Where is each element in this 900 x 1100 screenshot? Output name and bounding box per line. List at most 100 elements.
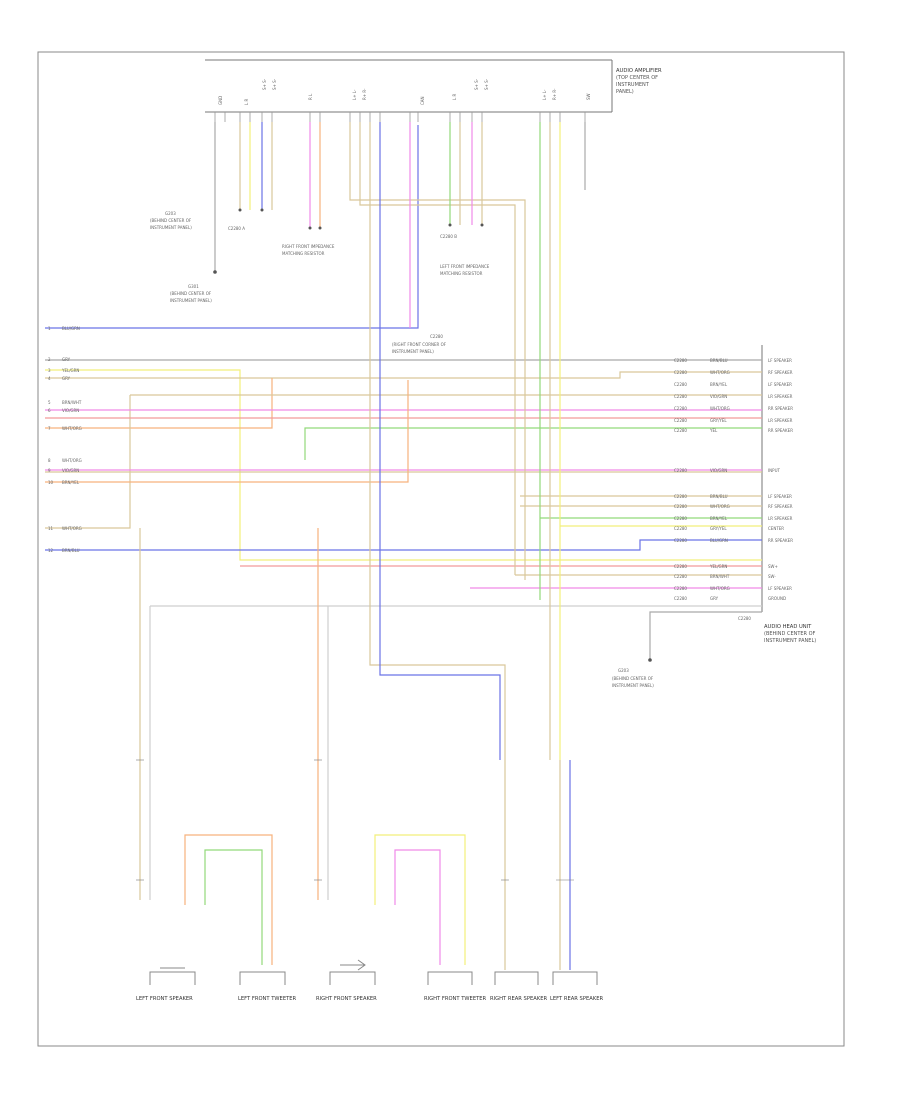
- svg-text:(BEHIND CENTER OF: (BEHIND CENTER OF: [764, 631, 816, 637]
- rf-tweeter-label: RIGHT FRONT TWEETER: [424, 996, 487, 1002]
- svg-text:GRY/YEL: GRY/YEL: [710, 418, 727, 423]
- svg-text:C2280: C2280: [674, 468, 687, 473]
- svg-text:BRN/YEL: BRN/YEL: [62, 480, 80, 485]
- lf-tweeter-label: LEFT FRONT TWEETER: [238, 996, 297, 1002]
- svg-text:SW-: SW-: [768, 574, 776, 579]
- svg-text:BLU/GRN: BLU/GRN: [62, 326, 80, 331]
- svg-text:BRN/BLU: BRN/BLU: [710, 494, 728, 499]
- svg-text:LR SPEAKER: LR SPEAKER: [768, 394, 793, 399]
- svg-text:INSTRUMENT PANEL): INSTRUMENT PANEL): [392, 349, 434, 354]
- svg-text:GRY/YEL: GRY/YEL: [710, 526, 727, 531]
- svg-text:LF SPEAKER: LF SPEAKER: [768, 494, 792, 499]
- svg-text:CENTER: CENTER: [768, 526, 784, 531]
- svg-text:WHT/ORG: WHT/ORG: [710, 406, 730, 411]
- lf-speaker-label: LEFT FRONT SPEAKER: [136, 996, 193, 1002]
- svg-text:12: 12: [48, 548, 54, 553]
- svg-text:VIO/GRN: VIO/GRN: [62, 468, 79, 473]
- svg-text:WHT/ORG: WHT/ORG: [62, 526, 82, 531]
- svg-text:L R: L R: [452, 94, 457, 101]
- svg-text:WHT/ORG: WHT/ORG: [62, 426, 82, 431]
- svg-text:INSTRUMENT PANEL): INSTRUMENT PANEL): [612, 683, 654, 688]
- wire-blue-2: [45, 539, 762, 551]
- svg-text:S+ S-: S+ S-: [262, 78, 267, 90]
- lr-speaker-icon: [552, 971, 598, 985]
- svg-text:(RIGHT FRONT CORNER OF: (RIGHT FRONT CORNER OF: [392, 342, 447, 347]
- svg-text:RR SPEAKER: RR SPEAKER: [768, 538, 793, 543]
- wire-green-1: [304, 427, 762, 460]
- svg-text:YEL/GRN: YEL/GRN: [61, 368, 79, 373]
- amplifier-connector: AUDIO AMPLIFIER (TOP CENTER OF INSTRUMEN…: [205, 59, 662, 122]
- svg-text:7: 7: [48, 426, 51, 431]
- svg-text:C2280: C2280: [674, 516, 687, 521]
- svg-text:2: 2: [48, 357, 51, 362]
- svg-text:C2280: C2280: [674, 494, 687, 499]
- amplifier-label: AUDIO AMPLIFIER: [616, 68, 662, 74]
- svg-text:C2280: C2280: [674, 526, 687, 531]
- wire-orange-2: [45, 380, 409, 483]
- head-unit-connector: AUDIO HEAD UNIT (BEHIND CENTER OF INSTRU…: [738, 345, 816, 644]
- svg-text:INPUT: INPUT: [768, 468, 781, 473]
- rf-speaker-label: RIGHT FRONT SPEAKER: [316, 996, 377, 1002]
- svg-text:C2280: C2280: [674, 418, 687, 423]
- svg-text:RR SPEAKER: RR SPEAKER: [768, 428, 793, 433]
- svg-text:(BEHIND CENTER OF: (BEHIND CENTER OF: [170, 291, 212, 296]
- svg-text:G203: G203: [618, 668, 629, 673]
- svg-text:BRN/BLU: BRN/BLU: [62, 548, 80, 553]
- wire-tan-1: [45, 371, 762, 379]
- svg-text:RIGHT FRONT IMPEDANCE: RIGHT FRONT IMPEDANCE: [282, 244, 335, 249]
- svg-text:GND: GND: [218, 96, 223, 105]
- svg-text:LF SPEAKER: LF SPEAKER: [768, 382, 792, 387]
- svg-text:BRN/WHT: BRN/WHT: [62, 400, 82, 405]
- rf-speaker-icon: [329, 959, 376, 985]
- rr-speaker-icon: [494, 971, 539, 985]
- svg-text:INSTRUMENT PANEL): INSTRUMENT PANEL): [764, 638, 816, 644]
- svg-text:(BEHIND CENTER OF: (BEHIND CENTER OF: [150, 218, 192, 223]
- head-unit-label: AUDIO HEAD UNIT: [764, 624, 812, 630]
- svg-text:8: 8: [48, 458, 51, 463]
- svg-text:C2280: C2280: [674, 504, 687, 509]
- svg-text:PANEL): PANEL): [616, 89, 634, 95]
- svg-text:S+ S-: S+ S-: [272, 78, 277, 90]
- svg-text:BRN/WHT: BRN/WHT: [710, 574, 730, 579]
- svg-text:(BEHIND CENTER OF: (BEHIND CENTER OF: [612, 676, 654, 681]
- svg-text:G301: G301: [188, 284, 199, 289]
- svg-text:C2280: C2280: [674, 358, 687, 363]
- svg-text:GRY: GRY: [62, 376, 71, 381]
- lf-tweeter-icon: [239, 971, 286, 985]
- svg-text:C2280: C2280: [674, 564, 687, 569]
- svg-text:C2280: C2280: [430, 334, 443, 339]
- svg-text:RF SPEAKER: RF SPEAKER: [768, 370, 793, 375]
- svg-text:S+ S-: S+ S-: [474, 78, 479, 90]
- svg-text:CAN: CAN: [420, 96, 425, 105]
- svg-text:WHT/ORG: WHT/ORG: [710, 370, 730, 375]
- svg-text:INSTRUMENT PANEL): INSTRUMENT PANEL): [150, 225, 192, 230]
- svg-text:VIO/GRN: VIO/GRN: [62, 408, 79, 413]
- svg-text:WHT/ORG: WHT/ORG: [62, 458, 82, 463]
- wire-yellow-1: [45, 369, 762, 561]
- svg-text:R+ R-: R+ R-: [362, 88, 367, 100]
- svg-text:BRN/YEL: BRN/YEL: [710, 516, 728, 521]
- rf-tweeter-icon: [427, 971, 473, 985]
- svg-text:GROUND: GROUND: [768, 596, 786, 601]
- svg-text:L+ L-: L+ L-: [352, 89, 357, 100]
- wire-blue-top: [45, 125, 419, 329]
- svg-text:YEL: YEL: [709, 428, 718, 433]
- svg-text:BRN/YEL: BRN/YEL: [710, 382, 728, 387]
- svg-text:VIO/GRN: VIO/GRN: [710, 394, 727, 399]
- svg-text:WHT/ORG: WHT/ORG: [710, 586, 730, 591]
- svg-text:C2280: C2280: [674, 538, 687, 543]
- svg-text:C2280: C2280: [674, 382, 687, 387]
- rr-speaker-label: RIGHT REAR SPEAKER: [490, 996, 547, 1002]
- diagram-frame: [37, 51, 845, 1047]
- svg-text:GRY: GRY: [62, 357, 71, 362]
- svg-text:G203: G203: [165, 211, 176, 216]
- svg-text:MATCHING RESISTOR: MATCHING RESISTOR: [282, 251, 325, 256]
- svg-text:RR SPEAKER: RR SPEAKER: [768, 406, 793, 411]
- svg-text:C2280: C2280: [674, 586, 687, 591]
- svg-text:R L: R L: [308, 93, 313, 100]
- svg-text:L R: L R: [244, 99, 249, 106]
- svg-text:LR SPEAKER: LR SPEAKER: [768, 418, 793, 423]
- svg-text:C2280: C2280: [674, 596, 687, 601]
- svg-text:LR SPEAKER: LR SPEAKER: [768, 516, 793, 521]
